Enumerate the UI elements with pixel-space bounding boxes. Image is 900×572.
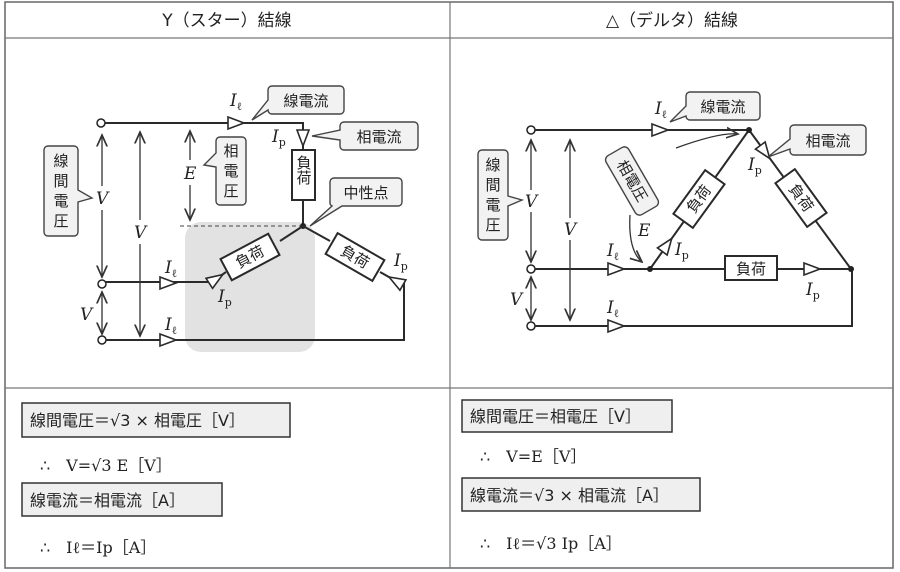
neutral-point-label: 中性点 [343,184,388,202]
delta-voltage-formula: 線間電圧＝相電圧［V］ [470,407,641,426]
line-current-symbol: Iℓ [606,241,619,263]
star-current-formula-box [21,482,223,517]
line-current-label: 線電流 [700,98,745,116]
line-voltage-symbol: V [525,192,539,212]
phase-voltage-label: 相 [223,142,238,160]
terminal [97,279,107,289]
line-current-symbol: Iℓ [654,99,667,121]
line-voltage-symbol: V [96,189,110,209]
phase-current-symbol: Ip [747,155,762,177]
star-title: Y（スター）結線 [161,11,291,31]
watermark-logo [185,222,315,352]
load-box [324,231,386,283]
line-current-symbol: Iℓ [164,258,177,280]
phase-voltage-label: 電 [223,162,238,180]
terminal [97,335,107,345]
star-current-formula: 線電流＝相電流［A］ [30,491,185,510]
delta-circuit: 負荷 負荷 負荷 V V V E Iℓ Ip Ip Iℓ Ip Iℓ 線 間 [477,91,867,333]
line-current-symbol: Iℓ [606,298,619,320]
phase-current-symbol: Ip [674,240,689,262]
load-box [774,167,828,229]
line-current-symbol: Iℓ [164,315,177,337]
line-voltage-symbol: V [510,290,524,310]
line-voltage-symbol: V [80,305,94,325]
outer-frame [4,1,894,569]
phase-current-label: 相電流 [356,128,401,146]
line-voltage-label: 電 [53,192,68,210]
phase-current-symbol: Ip [805,280,820,302]
load-label: 負荷 [736,260,766,278]
star-circuit: 負荷 負荷 負荷 V V E V [43,85,419,352]
line-voltage-label: 線 [53,152,68,170]
delta-voltage-result: ∴ V=E［V］ [480,447,586,466]
line-voltage-symbol: V [564,220,578,240]
load-box [672,168,726,230]
load-box [219,232,281,282]
line-voltage-label: 電 [485,196,500,214]
line-voltage-symbol: V [134,223,148,243]
star-voltage-formula-box [21,402,291,438]
line-voltage-label: 圧 [53,212,68,230]
phase-current-label: 相電流 [805,132,850,150]
load-label: 負荷 [295,155,313,186]
terminal [96,118,106,128]
phase-current-symbol: Ip [393,251,408,273]
star-voltage-formula: 線間電圧＝√3 × 相電圧［V］ [30,411,245,430]
line-voltage-label: 線 [485,156,500,174]
line-voltage-label: 圧 [485,216,500,234]
delta-current-formula-box [461,477,701,512]
delta-voltage-formula-box [461,399,673,433]
delta-current-formula: 線電流＝√3 × 相電流［A］ [470,486,669,505]
phase-voltage-symbol: E [637,221,651,241]
phase-voltage-label: 圧 [223,182,238,200]
star-current-result: ∴ Iℓ＝Ip［A］ [40,538,156,557]
line-current-label: 線電流 [283,92,328,110]
load-box [724,255,778,281]
delta-title: △（デルタ）結線 [606,10,738,31]
star-voltage-result: ∴ V=√3 E［V］ [40,456,172,475]
line-current-symbol: Iℓ [229,91,242,113]
phase-current-symbol: Ip [271,127,286,149]
line-voltage-label: 間 [485,176,500,194]
phase-current-symbol: Ip [217,287,232,309]
line-voltage-label: 間 [53,172,68,190]
delta-current-result: ∴ Iℓ＝√3 Ip［A］ [480,534,622,553]
phase-voltage-symbol: E [183,164,197,184]
